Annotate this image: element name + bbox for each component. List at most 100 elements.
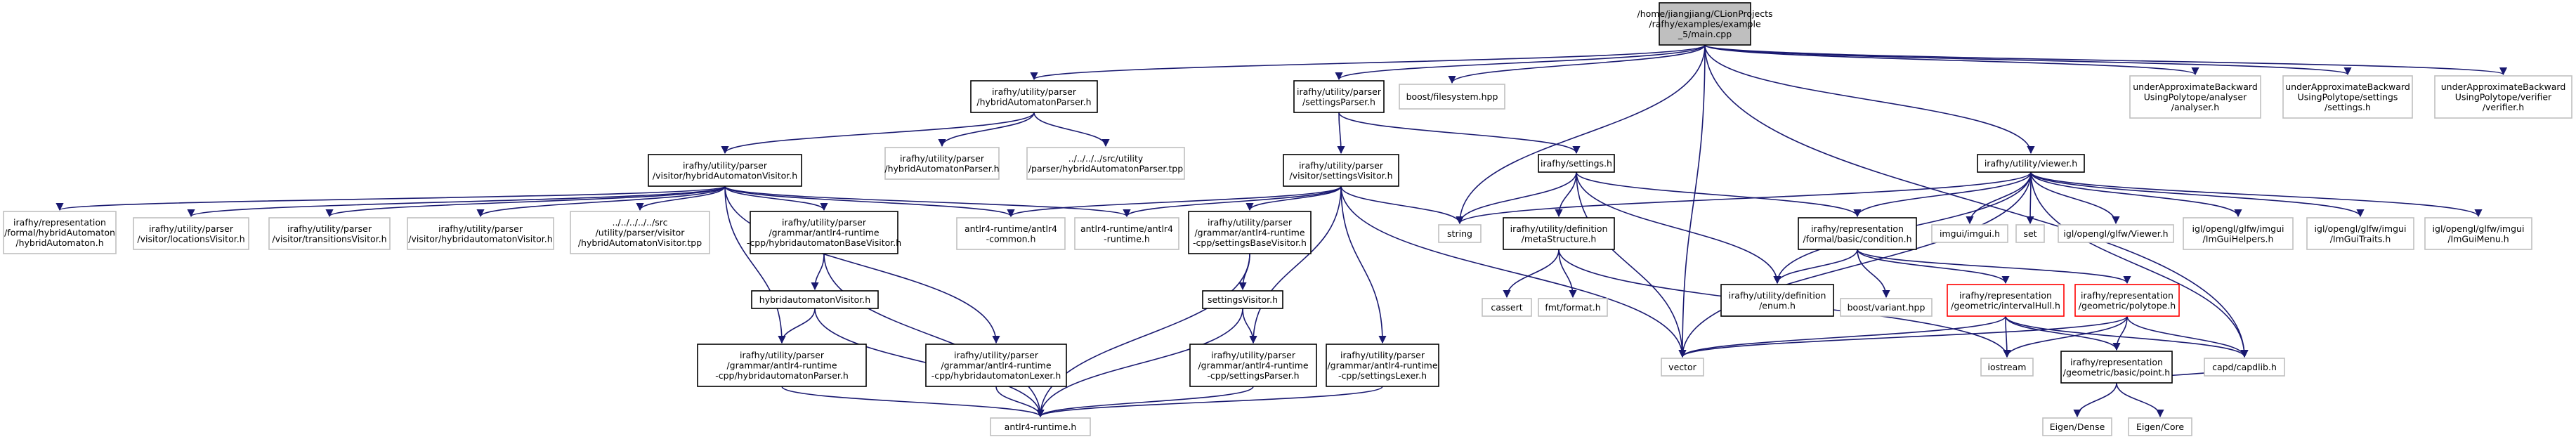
- edge-hybridAutomatonVisitor-to-haLexer: [724, 185, 1000, 344]
- node-polytope[interactable]: irafhy/representation/geometric/polytope…: [2074, 284, 2180, 317]
- edge-settingsVisitor-to-antlrCommon: [1007, 185, 1342, 218]
- edge-hybridAutomatonVisitor-to-haBaseVisitor: [724, 185, 828, 211]
- node-cassert[interactable]: cassert: [1482, 298, 1532, 317]
- node-settingsVisitor[interactable]: irafhy/utility/parser/visitor/settingsVi…: [1283, 154, 1399, 187]
- edge-root-to-uaVerifier: [1704, 44, 2507, 76]
- node-box: [1931, 224, 2008, 243]
- node-box: [1026, 147, 1185, 180]
- node-capd[interactable]: capd/capdlib.h: [2204, 358, 2285, 377]
- edge-root-to-hybridAutomatonParser: [1030, 44, 1706, 81]
- edge-settingsH-to-condition: [1576, 171, 1862, 218]
- edge-hybridAutomatonParser-to-haParserGray: [938, 112, 1035, 148]
- node-imgui[interactable]: imgui/imgui.h: [1931, 224, 2008, 243]
- node-boostVariant[interactable]: boost/variant.hpp: [1840, 298, 1933, 317]
- edge-viewer-to-imguiMenu: [2030, 171, 2483, 218]
- node-imguiHelpers[interactable]: igl/opengl/glfw/imgui/ImGuiHelpers.h: [2183, 217, 2294, 250]
- node-label-line: irafhy/utility/parser: [683, 160, 768, 171]
- node-label-line: UsingPolytope/settings: [2298, 92, 2398, 103]
- edge-settingsH-to-metaStructure: [1555, 171, 1577, 218]
- node-eigenCore[interactable]: Eigen/Core: [2128, 417, 2192, 436]
- edge-root-to-capd: [1704, 44, 2249, 358]
- node-haBaseVisitor[interactable]: irafhy/utility/parser/grammar/antlr4-run…: [747, 211, 901, 254]
- node-settingsParser[interactable]: irafhy/utility/parser/settingsParser.h: [1293, 80, 1385, 113]
- node-label-line: /grammar/antlr4-runtime: [769, 228, 879, 238]
- node-haParserTpp[interactable]: ../../../../src/utility/parser/hybridAut…: [1026, 147, 1185, 180]
- node-hybridAutomatonParser[interactable]: irafhy/utility/parser/hybridAutomatonPar…: [970, 80, 1098, 113]
- node-label-line: _5/main.cpp: [1678, 29, 1732, 39]
- node-haParserGen[interactable]: irafhy/utility/parser/grammar/antlr4-run…: [697, 344, 867, 387]
- node-label-line: antlr4-runtime/antlr4: [1080, 223, 1173, 234]
- node-haVisitorGray[interactable]: irafhy/utility/parser/visitor/hybridauto…: [407, 217, 554, 250]
- node-antlrCommon[interactable]: antlr4-runtime/antlr4-common.h: [956, 217, 1066, 250]
- node-box: [1661, 358, 1704, 377]
- node-haParserGray[interactable]: irafhy/utility/parser/hybridAutomatonPar…: [884, 147, 1000, 180]
- edge-hybridAutomatonVisitor-to-transitionsVisitor: [325, 185, 726, 218]
- node-antlrRuntime[interactable]: antlr4-runtime.h: [990, 417, 1091, 436]
- node-uaAnalyser[interactable]: underApproximateBackwardUsingPolytope/an…: [2129, 75, 2261, 119]
- node-imguiMenu[interactable]: igl/opengl/glfw/imgui/ImGuiMenu.h: [2424, 217, 2532, 250]
- node-haLexer[interactable]: irafhy/utility/parser/grammar/antlr4-run…: [925, 344, 1067, 387]
- node-box: [1399, 84, 1505, 110]
- node-set[interactable]: set: [2015, 224, 2045, 243]
- node-box: [884, 147, 1000, 180]
- node-point[interactable]: irafhy/representation/geometric/basic/po…: [2060, 351, 2173, 384]
- node-label-line: iostream: [1988, 362, 2027, 372]
- node-label-line: Eigen/Dense: [2050, 422, 2105, 432]
- node-label-line: irafhy/utility/parser: [900, 153, 985, 164]
- node-hybridAutomatonVisitor[interactable]: irafhy/utility/parser/visitor/hybridAuto…: [648, 154, 802, 187]
- edge-settingsH-to-vector: [1576, 171, 1687, 358]
- node-label-line: irafhy/utility/parser: [782, 217, 867, 228]
- node-glfwViewer[interactable]: igl/opengl/glfw/Viewer.h: [2058, 224, 2174, 243]
- node-label-line: /visitor/locationsVisitor.h: [137, 233, 244, 244]
- node-uaSettings[interactable]: underApproximateBackwardUsingPolytope/se…: [2282, 75, 2413, 119]
- node-label-line: irafhy/utility/parser: [1211, 350, 1296, 360]
- node-intervalHull[interactable]: irafhy/representation/geometric/interval…: [1947, 284, 2065, 317]
- node-box: [2424, 217, 2532, 250]
- edge-root-to-viewer: [1704, 44, 2035, 155]
- edge-settingsVisitor-to-settingsParserGen: [1249, 185, 1342, 344]
- node-viewer[interactable]: irafhy/utility/viewer.h: [1977, 154, 2085, 173]
- node-formalHybridAutomaton[interactable]: irafhy/representation/formal/hybridAutom…: [3, 211, 117, 254]
- node-iostream[interactable]: iostream: [1980, 358, 2034, 377]
- node-antlrRuntimeSub[interactable]: antlr4-runtime/antlr4-runtime.h: [1074, 217, 1179, 250]
- node-label-line: -cpp/settingsBaseVisitor.h: [1193, 237, 1307, 248]
- node-label-line: irafhy/representation: [1959, 290, 2052, 301]
- node-box: [1438, 224, 1482, 243]
- node-settingsBaseVisitor[interactable]: irafhy/utility/parser/grammar/antlr4-run…: [1188, 211, 1312, 254]
- edge-condition-to-enumH: [1773, 249, 1858, 285]
- node-string[interactable]: string: [1438, 224, 1482, 243]
- node-box: [1188, 211, 1312, 254]
- node-boostFilesystem[interactable]: boost/filesystem.hpp: [1399, 84, 1505, 110]
- node-settingsVisitorClass[interactable]: settingsVisitor.h: [1202, 290, 1283, 309]
- node-fmtFormat[interactable]: fmt/format.h: [1538, 298, 1608, 317]
- node-label-line: /visitor/settingsVisitor.h: [1290, 170, 1393, 181]
- node-label-line: igl/opengl/glfw/imgui: [2433, 223, 2525, 234]
- node-box: [1503, 217, 1615, 250]
- node-uaVerifier[interactable]: underApproximateBackwardUsingPolytope/ve…: [2434, 75, 2572, 119]
- node-label-line: set: [2023, 228, 2036, 239]
- node-label-line: imgui/imgui.h: [1940, 228, 2000, 239]
- node-settingsLexer[interactable]: irafhy/utility/parser/grammar/antlr4-run…: [1326, 344, 1439, 387]
- edge-settingsH-to-enumH: [1576, 171, 1781, 285]
- node-condition[interactable]: irafhy/representation/formal/basic/condi…: [1798, 217, 1917, 250]
- node-imguiTraits[interactable]: igl/opengl/glfw/imgui/ImGuiTraits.h: [2306, 217, 2414, 250]
- node-box: [1189, 344, 1317, 387]
- node-settingsH[interactable]: irafhy/settings.h: [1538, 154, 1615, 173]
- node-box: [268, 217, 391, 250]
- node-vector[interactable]: vector: [1661, 358, 1704, 377]
- node-metaStructure[interactable]: irafhy/utility/definition/metaStructure.…: [1503, 217, 1615, 250]
- node-root[interactable]: /home/jiangjiang/CLionProjects/rafhy/exa…: [1637, 2, 1773, 46]
- node-label-line: irafhy/utility/parser: [287, 223, 372, 234]
- node-box: [750, 211, 898, 254]
- node-box: [1720, 284, 1834, 317]
- node-eigenDense[interactable]: Eigen/Dense: [2042, 417, 2112, 436]
- node-transitionsVisitor[interactable]: irafhy/utility/parser/visitor/transition…: [268, 217, 391, 250]
- node-label-line: irafhy/settings.h: [1541, 158, 1612, 169]
- node-haVisitorClass[interactable]: hybridautomatonVisitor.h: [751, 290, 879, 309]
- node-settingsParserGen[interactable]: irafhy/utility/parser/grammar/antlr4-run…: [1189, 344, 1317, 387]
- node-box: [407, 217, 554, 250]
- node-haVisitorTpp[interactable]: ../../../../../src/utility/parser/visito…: [570, 211, 710, 254]
- node-enumH[interactable]: irafhy/utility/definition/enum.h: [1720, 284, 1834, 317]
- node-locationsVisitor[interactable]: irafhy/utility/parser/visitor/locationsV…: [133, 217, 249, 250]
- node-box: [1074, 217, 1179, 250]
